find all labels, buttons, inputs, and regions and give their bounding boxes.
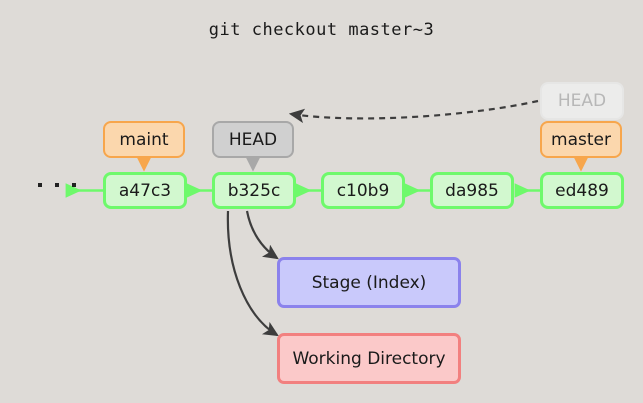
ellipsis-dot [72, 183, 76, 187]
working-directory-box[interactable]: Working Directory [277, 333, 461, 384]
commit-to-working-directory-arrow [226, 210, 279, 337]
ellipsis-dot [55, 183, 59, 187]
head-move-dashed-arrow [288, 99, 539, 124]
ref-label-head[interactable]: HEAD [212, 121, 294, 158]
ellipsis-dot [38, 183, 42, 187]
commit-to-stage-arrow [245, 210, 279, 260]
ghost-head-label: HEAD [540, 82, 624, 120]
history-ellipsis [38, 183, 76, 187]
commit-node-a47c3[interactable]: a47c3 [103, 172, 187, 209]
commit-node-b325c[interactable]: b325c [212, 172, 296, 209]
commit-node-da985[interactable]: da985 [430, 172, 514, 209]
page-title: git checkout master~3 [208, 20, 435, 40]
ref-label-maint[interactable]: maint [103, 121, 185, 158]
ref-label-master[interactable]: master [540, 121, 622, 158]
stage-index-box[interactable]: Stage (Index) [277, 257, 461, 308]
commit-node-ed489[interactable]: ed489 [540, 172, 624, 209]
commit-node-c10b9[interactable]: c10b9 [321, 172, 405, 209]
